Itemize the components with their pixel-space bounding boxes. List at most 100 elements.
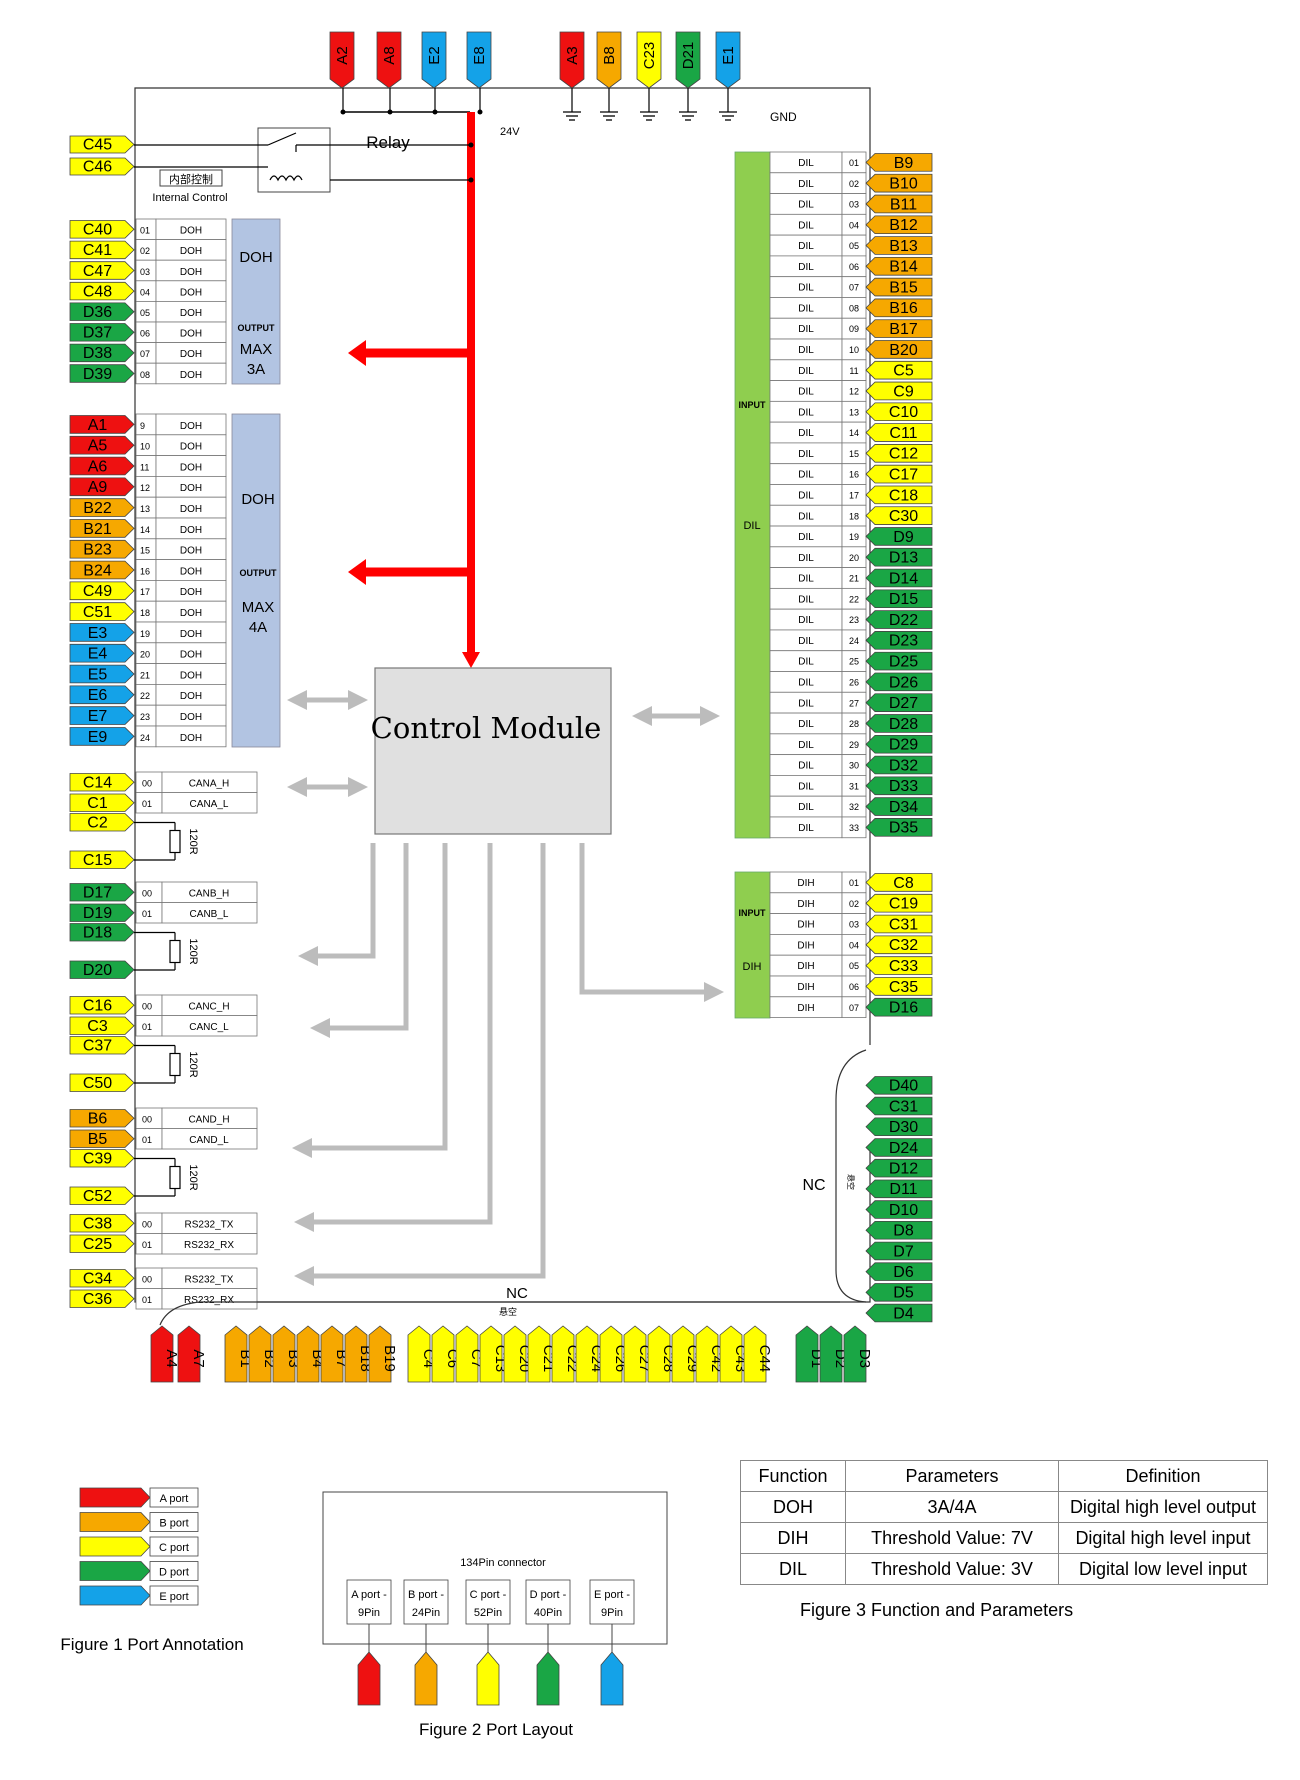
pin-flag bbox=[376, 31, 402, 89]
port-box bbox=[525, 1579, 571, 1625]
signal-name: DOH bbox=[180, 566, 202, 577]
parameters-cell: Threshold Value: 3V bbox=[845, 1553, 1059, 1585]
pin-label: E3 bbox=[88, 625, 108, 642]
pin-label: B12 bbox=[889, 217, 918, 234]
pin-flag bbox=[865, 1241, 933, 1261]
pin-label: C33 bbox=[889, 958, 918, 975]
pin-flag bbox=[69, 1073, 135, 1092]
signal-name: DOH bbox=[180, 608, 202, 619]
output-label: OUTPUT bbox=[240, 568, 278, 578]
signal-name: DOH bbox=[180, 691, 202, 702]
pin-flag bbox=[865, 956, 933, 975]
signal-name: RS232_TX bbox=[185, 1220, 234, 1231]
port-box bbox=[346, 1579, 392, 1625]
pin-number: 22 bbox=[849, 594, 859, 604]
power-bus bbox=[467, 112, 475, 657]
pin-label: E9 bbox=[88, 729, 108, 746]
pin-number: 16 bbox=[849, 470, 859, 480]
pin-label: C1 bbox=[87, 795, 108, 812]
pin-flag bbox=[272, 1325, 296, 1383]
relay-box bbox=[257, 127, 331, 193]
pin-number: 20 bbox=[140, 650, 150, 660]
pin-flag bbox=[69, 519, 135, 538]
pin-flag bbox=[865, 485, 933, 505]
pin-flag bbox=[455, 1325, 479, 1383]
pin-label: C16 bbox=[83, 998, 112, 1015]
signal-name: DOH bbox=[180, 733, 202, 744]
pin-flag bbox=[69, 1234, 135, 1253]
pin-number: 16 bbox=[140, 566, 150, 576]
pin-label: C31 bbox=[889, 1098, 918, 1115]
signal-name-cell bbox=[161, 902, 258, 924]
pin-flag bbox=[79, 1536, 151, 1557]
pin-flag bbox=[69, 685, 135, 705]
signal-name: DIL bbox=[798, 158, 814, 169]
signal-name: DOH bbox=[180, 504, 202, 515]
internal-control-cn: 内部控制 bbox=[169, 172, 213, 186]
pin-label: C45 bbox=[83, 137, 112, 154]
pin-flag bbox=[865, 1117, 933, 1136]
nc-bracket bbox=[835, 1049, 867, 1303]
max-label: MAX bbox=[242, 599, 275, 616]
pin-label: C8 bbox=[893, 875, 914, 892]
signal-name: DIL bbox=[798, 511, 814, 522]
pin-label: B21 bbox=[83, 521, 112, 538]
resistor-icon bbox=[169, 1165, 181, 1190]
pin-flag bbox=[865, 714, 933, 733]
pin-label: A2 bbox=[334, 46, 351, 64]
pin-label: C41 bbox=[83, 242, 112, 259]
pin-flag bbox=[69, 1214, 135, 1233]
pin-flag bbox=[865, 319, 933, 338]
signal-name: DIL bbox=[798, 407, 814, 418]
pin-flag bbox=[69, 1186, 135, 1205]
pin-number: 13 bbox=[849, 407, 859, 417]
signal-name: DIL bbox=[798, 574, 814, 585]
pin-flag bbox=[69, 773, 135, 792]
pin-number: 23 bbox=[849, 615, 859, 625]
pin-number: 11 bbox=[849, 366, 858, 376]
pin-number: 01 bbox=[142, 909, 152, 919]
pin-flag bbox=[69, 435, 135, 455]
pin-number: 30 bbox=[849, 761, 859, 771]
pin-number: 32 bbox=[849, 802, 859, 812]
pin-flag bbox=[69, 240, 135, 260]
figure2-caption: Figure 2 Port Layout bbox=[419, 1720, 573, 1739]
pin-number: 12 bbox=[849, 387, 859, 397]
pin-label: A9 bbox=[88, 479, 108, 496]
port-pin-count: 9Pin bbox=[358, 1607, 380, 1619]
resistor-label: 120R bbox=[187, 1051, 199, 1077]
pin-flag bbox=[865, 153, 933, 172]
pin-flag bbox=[479, 1325, 503, 1383]
pin-label: C17 bbox=[889, 466, 918, 483]
pin-label: C9 bbox=[893, 383, 914, 400]
pin-label: E4 bbox=[88, 646, 108, 663]
port-pin-count: 52Pin bbox=[474, 1607, 502, 1619]
pin-label: E8 bbox=[471, 46, 488, 64]
signal-name: DIL bbox=[798, 428, 814, 439]
pin-flag bbox=[865, 914, 933, 934]
signal-name-cell bbox=[155, 725, 227, 748]
port-flag bbox=[414, 1651, 438, 1706]
internal-control-en: Internal Control bbox=[152, 192, 227, 204]
pin-number: 11 bbox=[140, 462, 149, 472]
pin-flag bbox=[795, 1325, 819, 1383]
pin-label: C40 bbox=[83, 222, 112, 239]
signal-name: DOH bbox=[180, 650, 202, 661]
pin-flag bbox=[69, 135, 135, 154]
signal-name: DIL bbox=[798, 179, 814, 190]
pin-number: 08 bbox=[140, 370, 150, 380]
pin-number: 00 bbox=[142, 779, 152, 789]
pin-label: C35 bbox=[889, 979, 918, 996]
pin-flag bbox=[819, 1325, 843, 1383]
signal-name: DIL bbox=[798, 636, 814, 647]
pin-number: 01 bbox=[142, 799, 152, 809]
resistor-label: 120R bbox=[187, 938, 199, 964]
pin-flag bbox=[575, 1325, 599, 1383]
pin-flag bbox=[865, 693, 933, 712]
pin-flag bbox=[344, 1325, 368, 1383]
pin-flag bbox=[69, 1149, 135, 1168]
relay-switch bbox=[267, 132, 297, 146]
signal-name: DIL bbox=[798, 657, 814, 668]
legend-label: B port bbox=[159, 1518, 188, 1530]
